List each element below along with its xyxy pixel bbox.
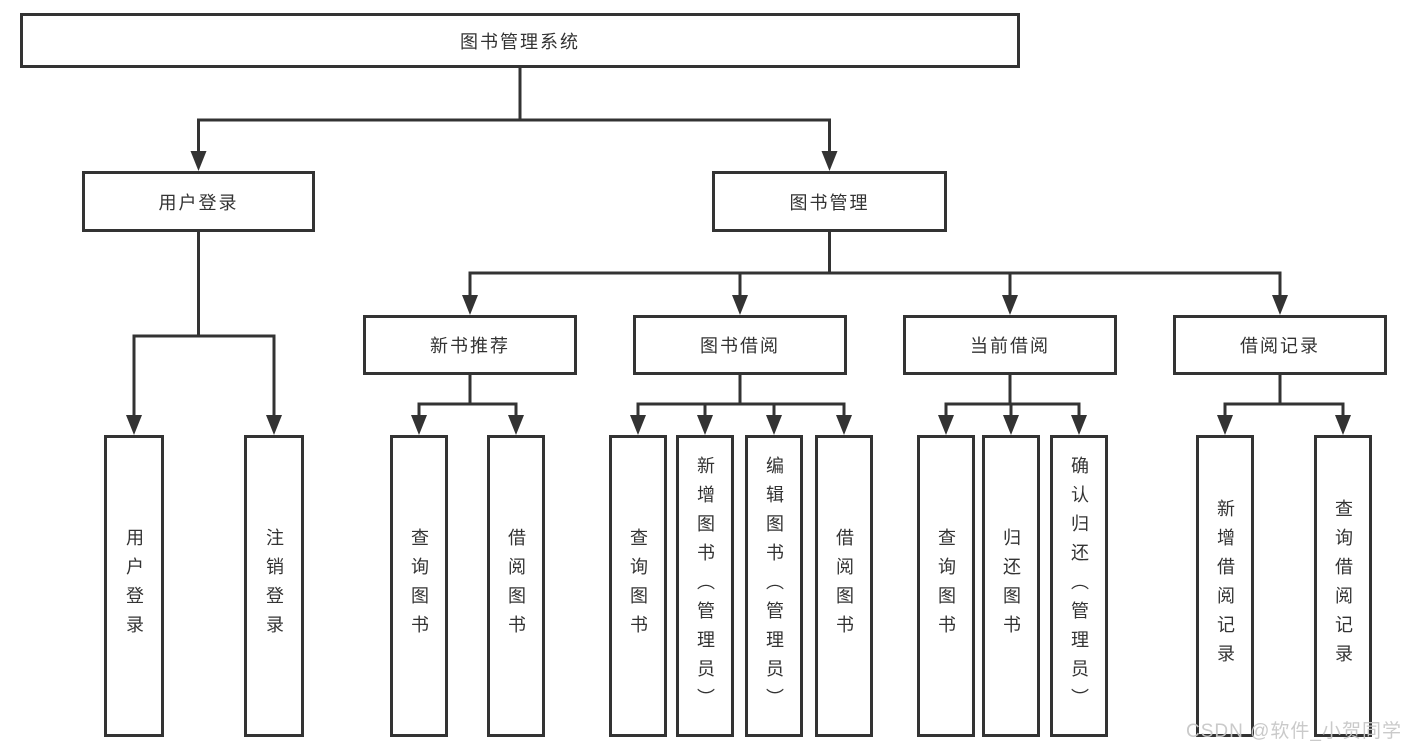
leaf-return-books: 归还图书 [982,435,1040,737]
leaf-label: 注销登录 [264,528,284,644]
leaf-label: 查询借阅记录 [1333,499,1353,673]
node-book-management: 图书管理 [712,171,947,232]
leaf-query-borrow-record: 查询借阅记录 [1314,435,1372,737]
csdn-watermark: CSDN @软件_小贺同学 [1186,721,1402,742]
leaf-edit-book-admin: 编辑图书（管理员） [745,435,803,737]
node-current-borrow: 当前借阅 [903,315,1117,375]
leaf-add-borrow-record: 新增借阅记录 [1196,435,1254,737]
leaf-borrow-books-recommend: 借阅图书 [487,435,545,737]
arrowheads [126,151,1351,435]
leaf-borrow-books: 借阅图书 [815,435,873,737]
leaf-query-books-borrow: 查询图书 [609,435,667,737]
leaf-label: 借阅图书 [506,528,526,644]
node-root: 图书管理系统 [20,13,1020,68]
leaf-label: 编辑图书（管理员） [764,455,784,717]
leaf-query-books-recommend: 查询图书 [390,435,448,737]
leaf-label: 查询图书 [936,528,956,644]
leaf-add-book-admin: 新增图书（管理员） [676,435,734,737]
node-book-borrow: 图书借阅 [633,315,847,375]
leaf-query-books-current: 查询图书 [917,435,975,737]
leaf-confirm-return-admin: 确认归还（管理员） [1050,435,1108,737]
leaf-label: 新增借阅记录 [1215,499,1235,673]
node-borrow-records: 借阅记录 [1173,315,1387,375]
leaf-label: 借阅图书 [834,528,854,644]
leaf-logout: 注销登录 [244,435,304,737]
leaf-label: 用户登录 [124,528,144,644]
leaf-label: 查询图书 [628,528,648,644]
node-user-login: 用户登录 [82,171,315,232]
node-new-book-recommend: 新书推荐 [363,315,577,375]
leaf-label: 确认归还（管理员） [1069,455,1089,717]
leaf-label: 查询图书 [409,528,429,644]
leaf-label: 归还图书 [1001,528,1021,644]
leaf-user-login: 用户登录 [104,435,164,737]
leaf-label: 新增图书（管理员） [695,455,715,717]
